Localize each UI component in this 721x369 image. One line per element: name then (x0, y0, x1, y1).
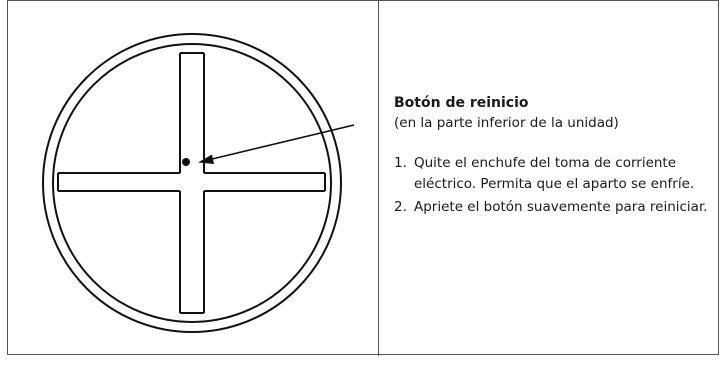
unit-bottom-illustration (42, 33, 355, 333)
step-text: Quite el enchufe del toma de corriente e… (414, 155, 695, 192)
instruction-list: 1. Quite el enchufe del toma de corrient… (394, 153, 719, 218)
unit-bottom-diagram (8, 1, 378, 356)
pointer-arrow (198, 124, 355, 164)
step-number: 2. (394, 199, 407, 215)
outer-ring (42, 33, 342, 333)
step-text: Apriete el botón suavemente para reinici… (414, 199, 708, 215)
list-item: 2. Apriete el botón suavemente para rein… (394, 197, 719, 218)
reset-button-title: Botón de reinicio (394, 95, 529, 111)
list-item: 1. Quite el enchufe del toma de corrient… (394, 153, 719, 195)
table-frame: Botón de reinicio (en la parte inferior … (7, 0, 719, 356)
reset-button-dot (182, 158, 190, 166)
instructions-panel: Botón de reinicio (en la parte inferior … (394, 93, 719, 220)
column-divider (378, 1, 379, 356)
inner-ring (52, 43, 332, 323)
cross-brace (57, 52, 326, 314)
reset-button-subtitle: (en la parte inferior de la unidad) (394, 115, 619, 131)
step-number: 1. (394, 155, 407, 171)
